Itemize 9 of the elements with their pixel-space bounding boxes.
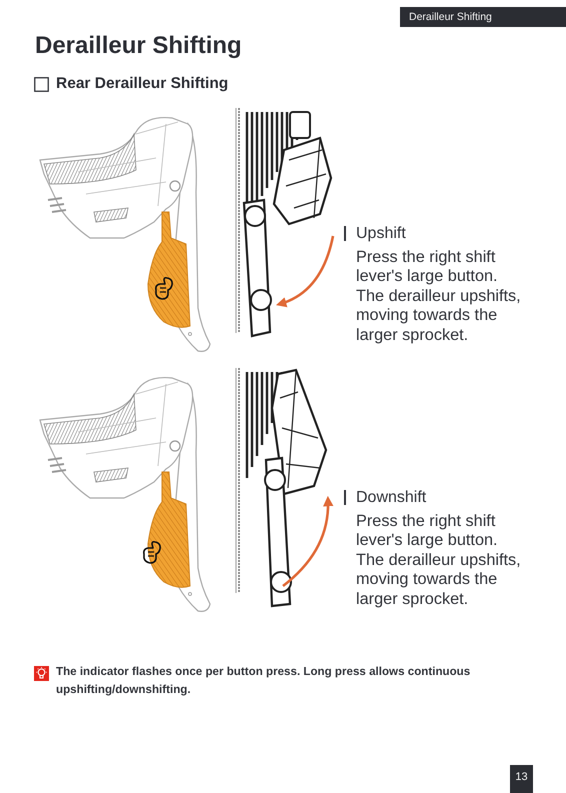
page-number: 13: [510, 765, 533, 793]
page-title: Derailleur Shifting: [35, 31, 242, 61]
step-heading: Downshift: [356, 488, 426, 507]
note-text: The indicator flashes once per button press. Long press allows continuous upshifting/downshifting.: [56, 664, 472, 698]
section-tab: Derailleur Shifting: [400, 7, 566, 27]
step-description: Press the right shift lever's large button. The derailleur upshifts, moving towards the larger sprocket.: [356, 512, 522, 610]
section-heading: Rear Derailleur Shifting: [56, 74, 228, 94]
step-description: Press the right shift lever's large button. The derailleur upshifts, moving towards the larger sprocket.: [356, 248, 522, 346]
step-heading: Upshift: [356, 224, 406, 243]
